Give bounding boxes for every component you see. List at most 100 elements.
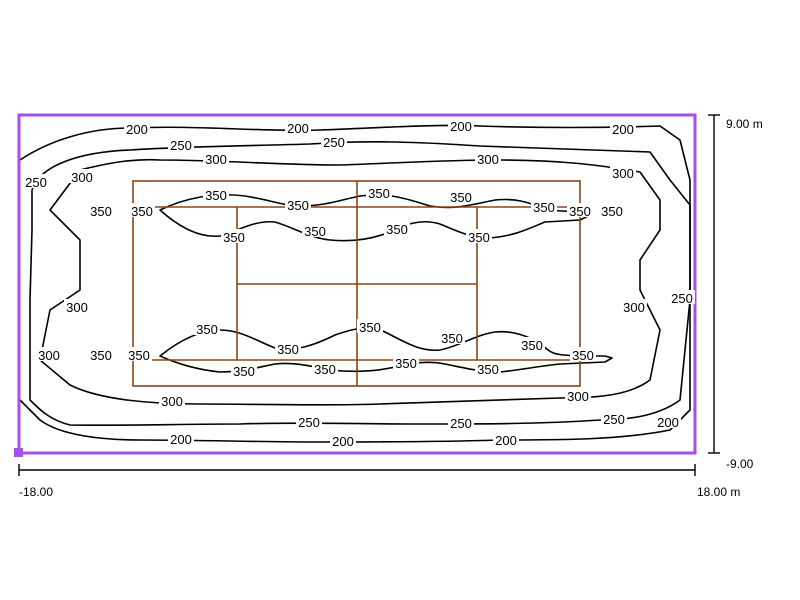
dimension-horizontal xyxy=(18,464,696,476)
contour-label-bg xyxy=(384,221,410,235)
contour-label-350: 350 xyxy=(205,188,227,203)
contour-label-300: 300 xyxy=(623,300,645,315)
contour-label-bg xyxy=(168,431,194,445)
contour-label-200: 200 xyxy=(170,432,192,447)
contour-label-350: 350 xyxy=(90,204,112,219)
dimension-vertical xyxy=(708,114,720,454)
contour-label-200: 200 xyxy=(657,415,679,430)
contour-label-200: 200 xyxy=(612,122,634,137)
contour-label-bg xyxy=(194,321,220,335)
contour-label-200: 200 xyxy=(450,119,472,134)
contour-label-350: 350 xyxy=(233,364,255,379)
contour-label-300: 300 xyxy=(477,152,499,167)
contour-label-300: 300 xyxy=(66,300,88,315)
contour-label-200: 200 xyxy=(332,434,354,449)
contour-label-350: 350 xyxy=(90,348,112,363)
contour-label-350: 350 xyxy=(572,348,594,363)
contour-label-bg xyxy=(64,299,90,313)
contour-label-350: 350 xyxy=(569,204,591,219)
contour-label-bg xyxy=(366,185,392,199)
contour-label-200: 200 xyxy=(495,433,517,448)
contour-300 xyxy=(39,158,661,406)
contour-label-bg xyxy=(475,361,501,375)
contour-label-bg xyxy=(129,203,155,217)
contour-label-350: 350 xyxy=(386,222,408,237)
contour-label-250: 250 xyxy=(25,175,47,190)
contour-label-350: 350 xyxy=(368,186,390,201)
tennis-court xyxy=(132,180,581,387)
contour-label-250: 250 xyxy=(298,415,320,430)
contour-label-bg xyxy=(321,134,347,148)
contour-label-bg xyxy=(519,337,545,351)
contour-200 xyxy=(19,124,691,443)
contour-label-bg xyxy=(88,203,114,217)
contour-label-bg xyxy=(221,229,247,243)
contour-label-350: 350 xyxy=(304,224,326,239)
contour-label-bg xyxy=(531,199,557,213)
contour-label-bg xyxy=(126,347,152,361)
contour-label-250: 250 xyxy=(323,135,345,150)
contour-label-bg xyxy=(285,120,311,134)
contour-label-200: 200 xyxy=(287,121,309,136)
contour-label-bg xyxy=(23,174,49,188)
contour-label-300: 300 xyxy=(567,389,589,404)
contour-label-bg xyxy=(69,169,95,183)
x-start-label: -18.00 xyxy=(19,485,53,499)
contour-label-350: 350 xyxy=(128,348,150,363)
contour-label-bg xyxy=(439,330,465,344)
contour-label-300: 300 xyxy=(205,152,227,167)
contour-label-bg xyxy=(567,203,593,217)
y-top-label: 9.00 m xyxy=(726,117,763,131)
contour-label-bg xyxy=(621,299,647,313)
contour-label-bg xyxy=(330,433,356,447)
contour-label-bg xyxy=(159,393,185,407)
contour-label-bg xyxy=(669,290,695,304)
contour-label-350: 350 xyxy=(314,362,336,377)
contour-label-bg xyxy=(312,361,338,375)
contour-label-350: 350 xyxy=(441,331,463,346)
contour-label-350: 350 xyxy=(277,342,299,357)
contour-label-350: 350 xyxy=(601,204,623,219)
calculation-area-boundary xyxy=(17,113,697,455)
contour-label-bg xyxy=(203,187,229,201)
contour-label-350: 350 xyxy=(131,204,153,219)
contour-label-bg xyxy=(565,388,591,402)
contour-label-250: 250 xyxy=(603,412,625,427)
contour-labels: 200 200 200 200 200 200 200 200 250 250 250 250 250 2… xyxy=(23,118,695,449)
contour-label-350: 350 xyxy=(359,320,381,335)
contour-label-300: 300 xyxy=(71,170,93,185)
contour-label-200: 200 xyxy=(126,122,148,137)
contour-label-350: 350 xyxy=(468,230,490,245)
x-end-label: 18.00 m xyxy=(697,485,740,499)
contour-label-bg xyxy=(448,118,474,132)
contour-label-250: 250 xyxy=(671,291,693,306)
contour-label-bg xyxy=(88,347,114,361)
contour-label-bg xyxy=(601,411,627,425)
contour-label-250: 250 xyxy=(170,138,192,153)
contour-label-350: 350 xyxy=(196,322,218,337)
contour-label-350: 350 xyxy=(450,190,472,205)
contour-label-bg xyxy=(285,197,311,211)
contour-label-bg xyxy=(570,347,596,361)
contour-label-350: 350 xyxy=(521,338,543,353)
contour-label-bg xyxy=(610,165,636,179)
y-bottom-label: -9.00 xyxy=(726,457,754,471)
contour-label-bg xyxy=(296,414,322,428)
contour-label-bg xyxy=(448,189,474,203)
contour-label-bg xyxy=(36,347,62,361)
contour-250 xyxy=(29,141,691,427)
origin-marker xyxy=(14,448,23,457)
contour-label-bg xyxy=(599,203,625,217)
contour-label-bg xyxy=(466,229,492,243)
contour-label-300: 300 xyxy=(38,348,60,363)
contour-label-bg xyxy=(302,223,328,237)
contour-label-350: 350 xyxy=(477,362,499,377)
contour-label-300: 300 xyxy=(612,166,634,181)
contour-label-bg xyxy=(275,341,301,355)
contour-label-350: 350 xyxy=(287,198,309,213)
contour-label-300: 300 xyxy=(161,394,183,409)
contour-label-bg xyxy=(357,319,383,333)
contour-label-350: 350 xyxy=(533,200,555,215)
contour-label-bg xyxy=(448,415,474,429)
